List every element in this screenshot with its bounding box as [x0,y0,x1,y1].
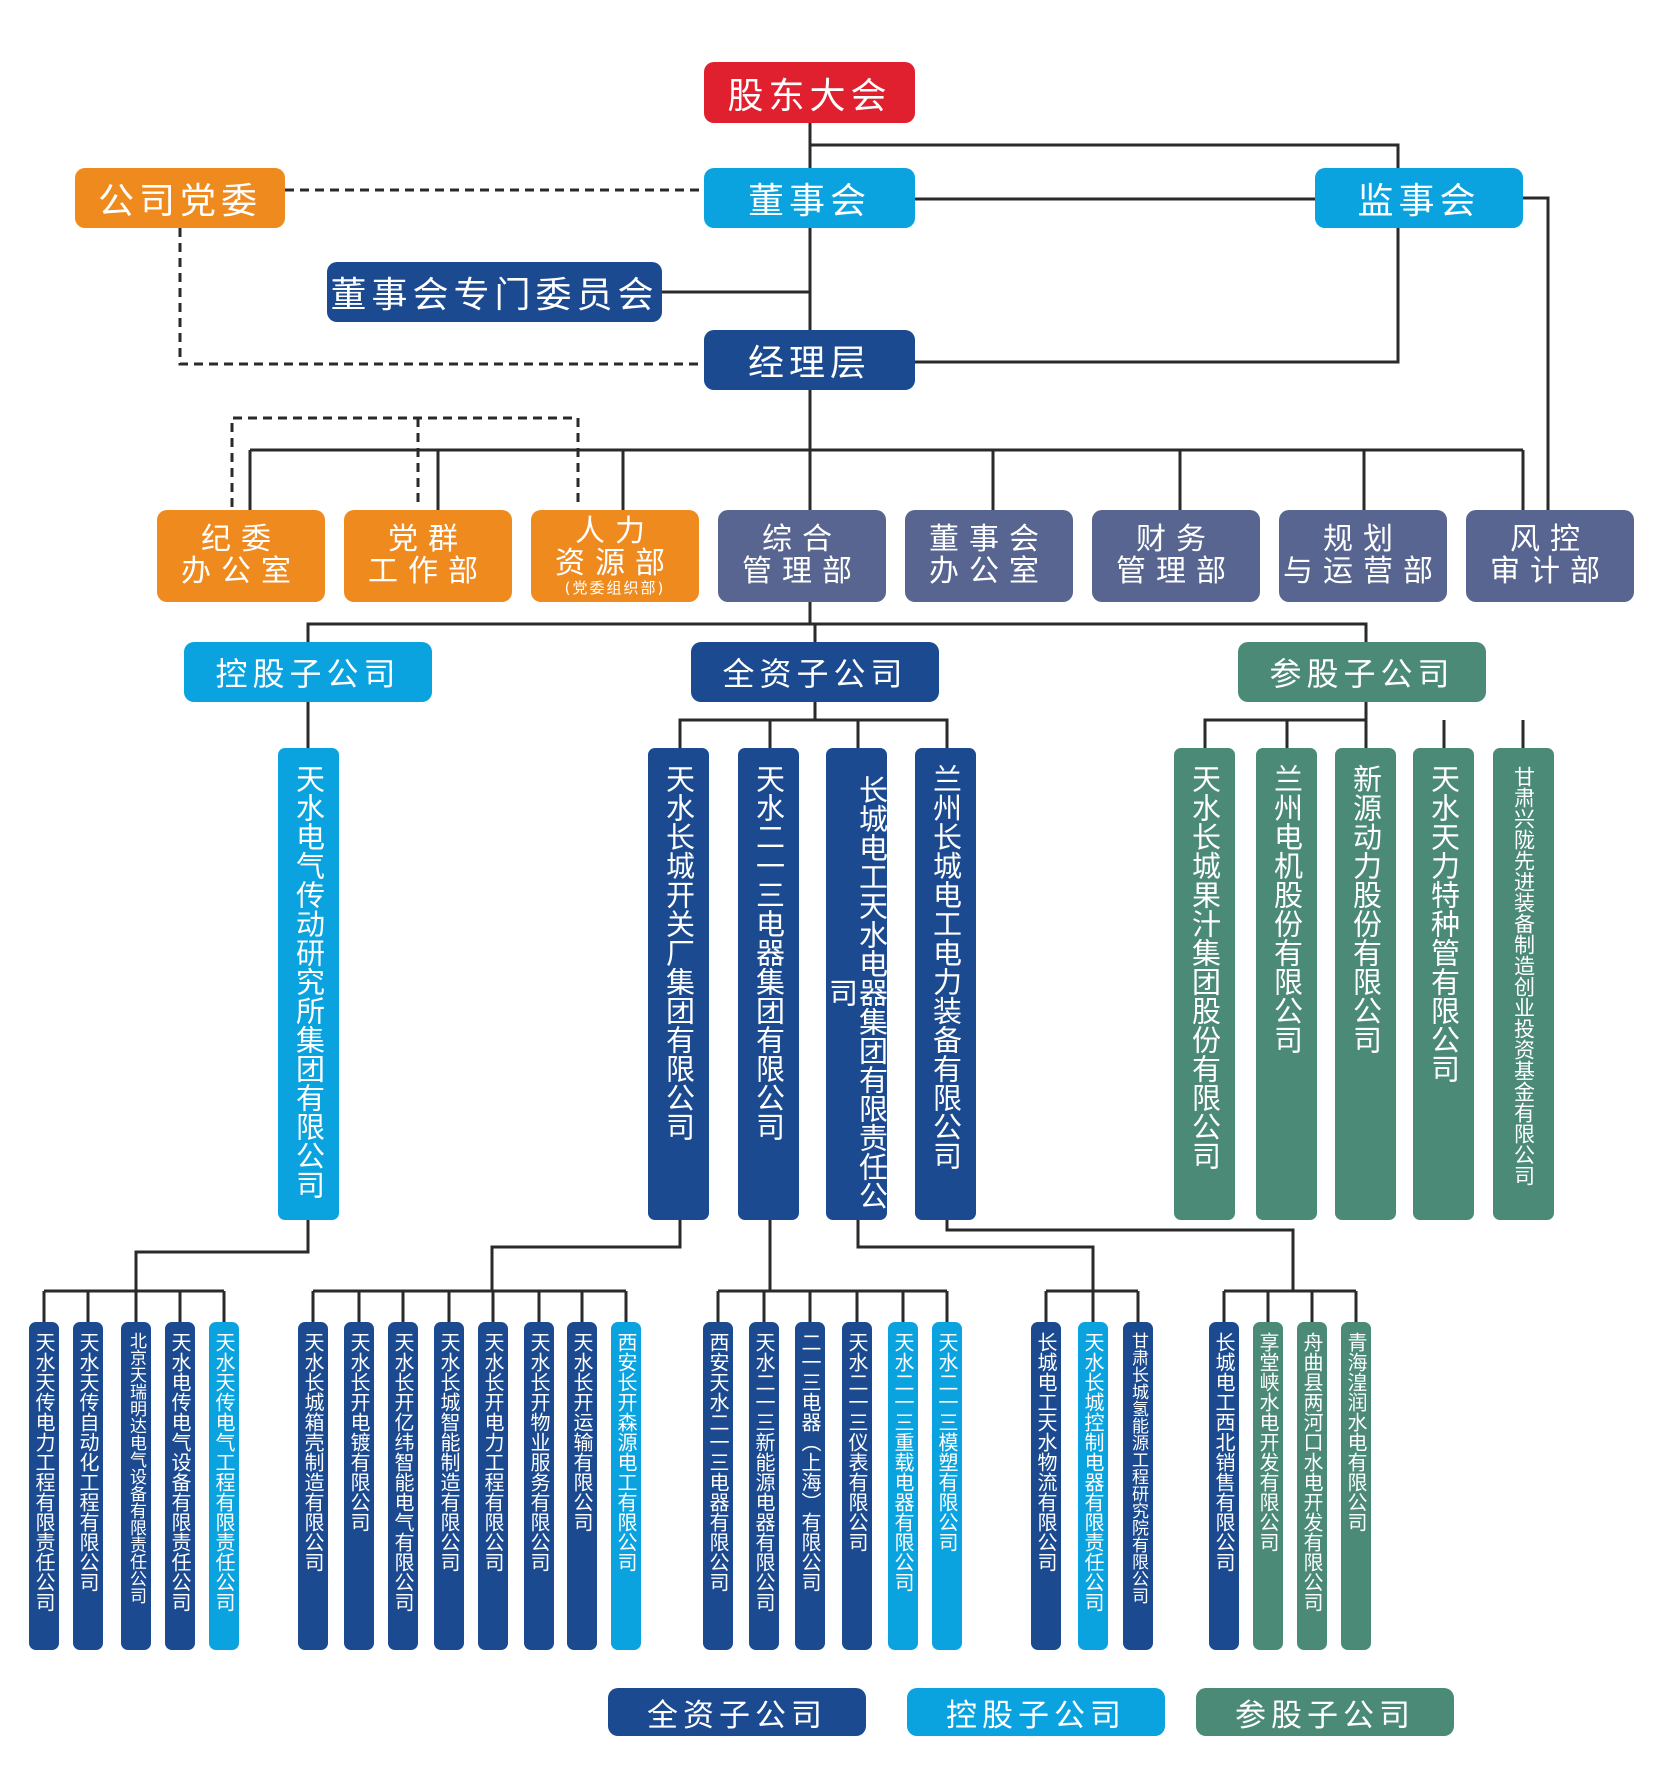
party-affairs-dept-box: 党群工作部 [344,510,512,602]
management-box: 经理层 [704,330,915,390]
legend-wholly-owned: 全资子公司 [608,1688,866,1736]
level2-company: 天水天传自动化工程有限公司 [73,1322,103,1650]
level2-company: 天水长开电镀有限公司 [344,1322,374,1650]
level1-company: 天水长城开关厂集团有限公司 [648,748,709,1220]
level2-company: 天水电传电气设备有限责任公司 [165,1322,195,1650]
level1-company: 甘肃兴陇先进装备制造创业投资基金有限公司 [1493,748,1554,1220]
finance-dept-box: 财务管理部 [1092,510,1260,602]
level1-company: 天水电气传动研究所集团有限公司 [278,748,339,1220]
legend-holding: 控股子公司 [907,1688,1165,1736]
level2-company: 长城电工西北销售有限公司 [1209,1322,1239,1650]
level2-company: 长城电工天水物流有限公司 [1031,1322,1061,1650]
level1-company: 新源动力股份有限公司 [1335,748,1396,1220]
level2-company: 天水长开电力工程有限公司 [478,1322,508,1650]
risk-audit-dept-box: 风控审计部 [1466,510,1634,602]
level2-company: 天水长城控制电器有限责任公司 [1078,1322,1108,1650]
level2-company: 天水长开亿纬智能电气有限公司 [388,1322,418,1650]
level2-company: 天水二一三新能源电器有限公司 [749,1322,779,1650]
board-committees-box: 董事会专门委员会 [327,262,662,322]
level1-company: 天水二一三电器集团有限公司 [738,748,799,1220]
hr-dept-box: 人力资源部(党委组织部) [531,510,699,602]
level2-company: 天水长城智能制造有限公司 [434,1322,464,1650]
party-committee-box: 公司党委 [75,168,285,228]
level2-company: 西安天水二一三电器有限公司 [703,1322,733,1650]
shareholders-meeting-box: 股东大会 [704,62,915,123]
level2-company: 天水天传电力工程有限责任公司 [29,1322,59,1650]
holding-subsidiaries-header: 控股子公司 [184,642,432,702]
level1-company: 兰州电机股份有限公司 [1256,748,1317,1220]
legend-participating: 参股子公司 [1196,1688,1454,1736]
level2-company: 天水二一三模塑有限公司 [932,1322,962,1650]
level2-company: 天水天传电气工程有限责任公司 [209,1322,239,1650]
level2-company: 西安长开森源电工有限公司 [611,1322,641,1650]
level2-company: 青海湟润水电有限公司 [1341,1322,1371,1650]
level2-company: 二一三电器（上海）有限公司 [795,1322,825,1650]
participating-subsidiaries-header: 参股子公司 [1238,642,1486,702]
board-of-supervisors-box: 监事会 [1315,168,1523,228]
level2-company: 天水长开运输有限公司 [567,1322,597,1650]
level1-company: 长城电工天水电器集团有限责任公司 [825,748,889,1220]
level1-company: 兰州长城电工电力装备有限公司 [915,748,976,1220]
level2-company: 享堂峡水电开发有限公司 [1253,1322,1283,1650]
level2-company: 甘肃长城氢能源工程研究院有限公司 [1123,1322,1153,1650]
planning-operations-dept-box: 规划与运营部 [1279,510,1447,602]
level1-company: 天水天力特种管有限公司 [1413,748,1474,1220]
level2-company: 天水长开物业服务有限公司 [524,1322,554,1650]
level2-company: 天水二一三重载电器有限公司 [888,1322,918,1650]
level2-company: 北京天瑞明达电气设备有限责任公司 [121,1322,151,1650]
general-management-dept-box: 综合管理部 [718,510,886,602]
level2-company: 天水二一三仪表有限公司 [842,1322,872,1650]
discipline-office-box: 纪委办公室 [157,510,325,602]
wholly-owned-subsidiaries-header: 全资子公司 [691,642,939,702]
board-office-box: 董事会办公室 [905,510,1073,602]
level2-company: 天水长城箱壳制造有限公司 [298,1322,328,1650]
board-of-directors-box: 董事会 [704,168,915,228]
level2-company: 舟曲县两河口水电开发有限公司 [1297,1322,1327,1650]
level1-company: 天水长城果汁集团股份有限公司 [1174,748,1235,1220]
